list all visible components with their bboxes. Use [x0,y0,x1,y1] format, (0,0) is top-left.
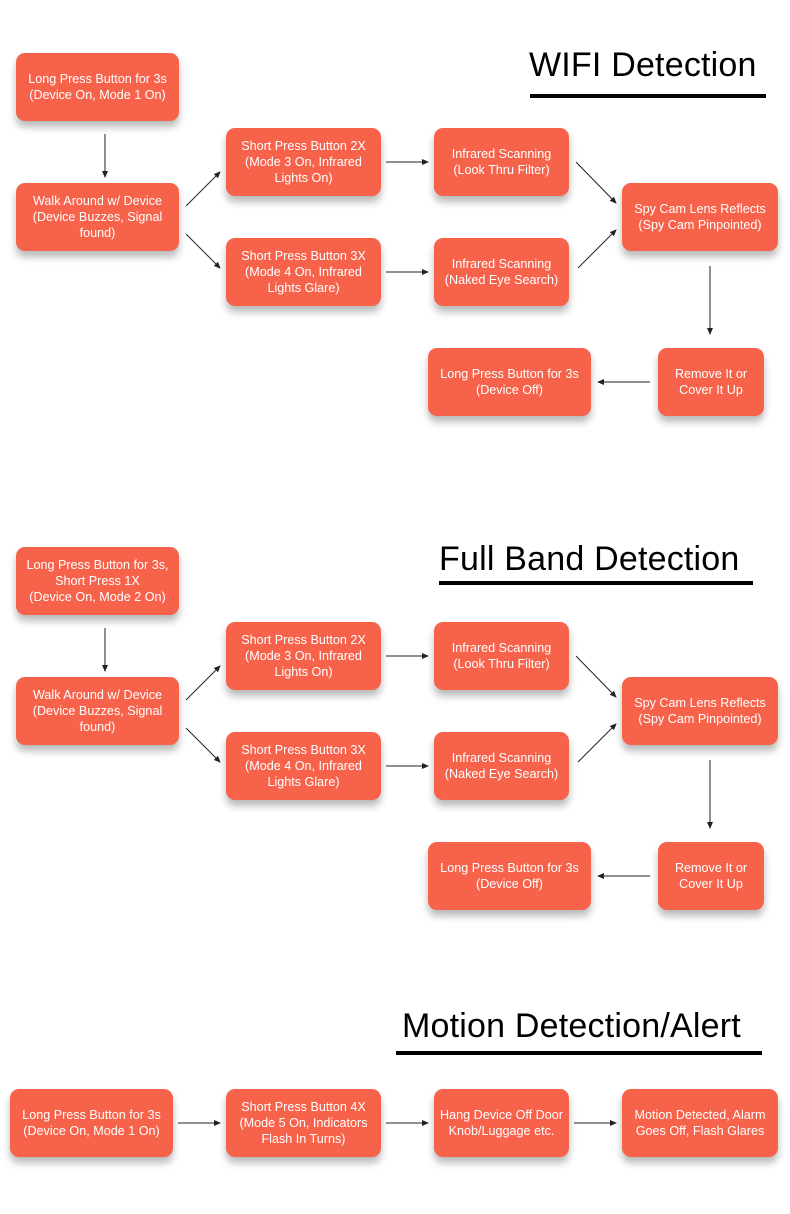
node-short-press-4x: Short Press Button 4X (Mode 5 On, Indica… [226,1089,381,1157]
node-walk-around: Walk Around w/ Device (Device Buzzes, Si… [16,183,179,251]
node-long-press-on: Long Press Button for 3s, Short Press 1X… [16,547,179,615]
arrow-walk-to-2x [185,665,221,701]
node-short-press-3x: Short Press Button 3X (Mode 4 On, Infrar… [226,238,381,306]
node-short-press-2x: Short Press Button 2X (Mode 3 On, Infrar… [226,128,381,196]
node-long-press-on: Long Press Button for 3s (Device On, Mod… [10,1089,173,1157]
title-underline [396,1051,762,1055]
node-infrared-eye: Infrared Scanning (Naked Eye Search) [434,238,569,306]
arrow-walk-to-3x [185,233,221,269]
title-underline [439,581,753,585]
node-remove-cover: Remove It or Cover It Up [658,348,764,416]
node-short-press-3x: Short Press Button 3X (Mode 4 On, Infrar… [226,732,381,800]
node-long-press-on: Long Press Button for 3s (Device On, Mod… [16,53,179,121]
arrow-walk-to-3x [185,727,221,763]
node-lens-reflects: Spy Cam Lens Reflects (Spy Cam Pinpointe… [622,677,778,745]
node-walk-around: Walk Around w/ Device (Device Buzzes, Si… [16,677,179,745]
arrow-walk-to-2x [185,171,221,207]
node-short-press-2x: Short Press Button 2X (Mode 3 On, Infrar… [226,622,381,690]
title-underline [530,94,766,98]
node-lens-reflects: Spy Cam Lens Reflects (Spy Cam Pinpointe… [622,183,778,251]
node-infrared-filter: Infrared Scanning (Look Thru Filter) [434,622,569,690]
section-title-full-band: Full Band Detection [439,540,740,578]
node-long-press-off: Long Press Button for 3s (Device Off) [428,842,591,910]
node-infrared-filter: Infrared Scanning (Look Thru Filter) [434,128,569,196]
section-title-wifi: WIFI Detection [529,46,757,84]
node-motion-alarm: Motion Detected, Alarm Goes Off, Flash G… [622,1089,778,1157]
arrow-eye-to-lens [577,723,617,763]
node-remove-cover: Remove It or Cover It Up [658,842,764,910]
section-title-motion: Motion Detection/Alert [402,1007,741,1045]
arrow-filter-to-lens [575,655,617,698]
node-long-press-off: Long Press Button for 3s (Device Off) [428,348,591,416]
arrow-eye-to-lens [577,229,617,269]
node-hang-device: Hang Device Off Door Knob/Luggage etc. [434,1089,569,1157]
node-infrared-eye: Infrared Scanning (Naked Eye Search) [434,732,569,800]
arrow-filter-to-lens [575,161,617,204]
